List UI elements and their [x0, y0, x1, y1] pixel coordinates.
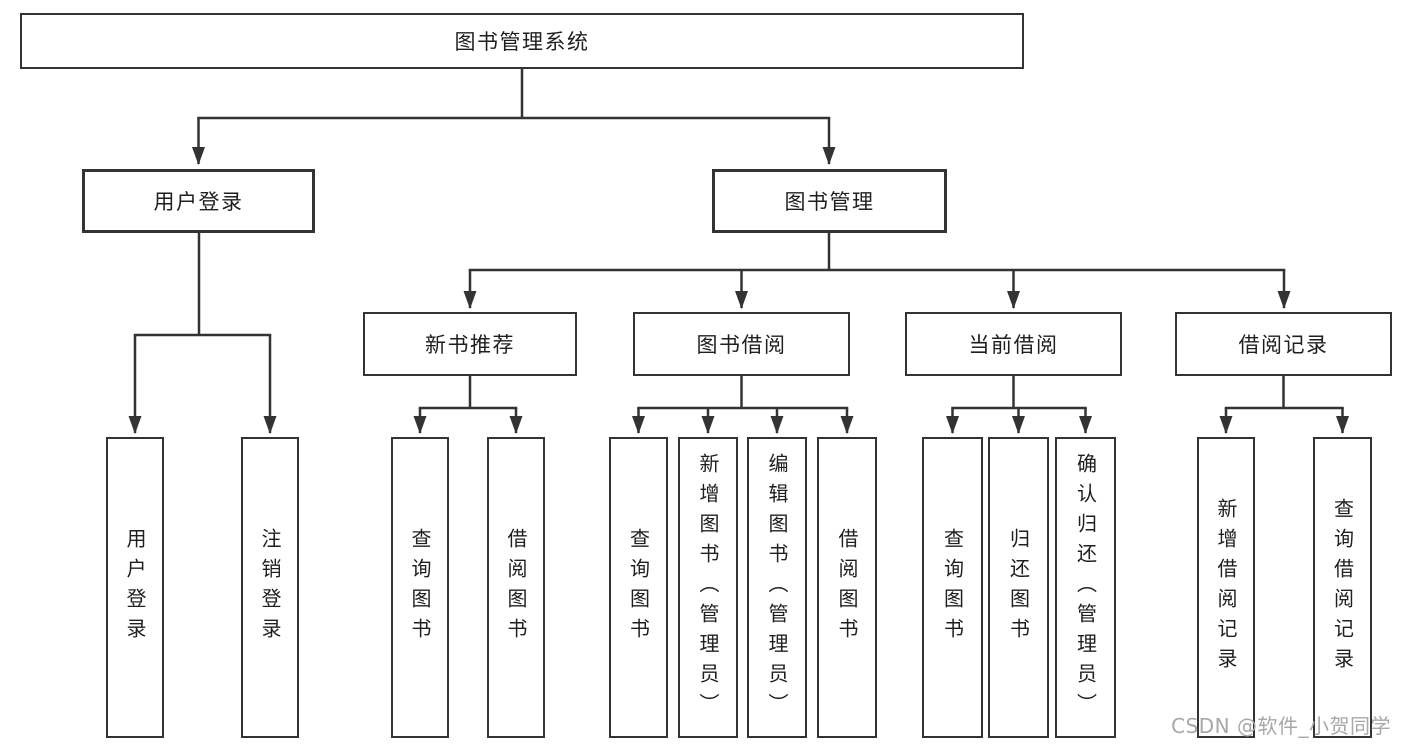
node-label: 图书管理系统	[454, 30, 590, 54]
node-user-login-leaf: 用户登录	[106, 437, 164, 738]
node-label: 借阅图书	[835, 527, 859, 648]
node-current-return-books: 归还图书	[988, 437, 1049, 738]
node-label: 查询图书	[940, 527, 965, 648]
node-records-add-record: 新增借阅记录	[1197, 437, 1255, 738]
node-label: 图书借阅	[696, 333, 787, 357]
node-label: 新增借阅记录	[1214, 497, 1238, 678]
node-label: 用户登录	[123, 527, 147, 648]
csdn-watermark: CSDN @软件_小贺同学	[1171, 714, 1391, 738]
node-book-management-branch: 图书管理	[712, 169, 947, 233]
node-label: 图书管理	[784, 190, 875, 214]
node-label: 用户登录	[153, 190, 244, 214]
node-borrow-query-books: 查询图书	[609, 437, 668, 738]
node-current-query-books: 查询图书	[922, 437, 983, 738]
node-label: 当前借阅	[968, 333, 1059, 357]
node-label: 注销登录	[258, 527, 282, 648]
node-label: 确认归还（管理员）	[1073, 452, 1098, 723]
node-label: 借阅图书	[504, 527, 528, 648]
node-borrowing-records: 借阅记录	[1175, 312, 1392, 376]
node-records-query-record: 查询借阅记录	[1313, 437, 1372, 738]
node-user-login-branch: 用户登录	[82, 169, 315, 233]
node-rec-query-books: 查询图书	[391, 437, 449, 738]
node-rec-borrow-books: 借阅图书	[487, 437, 545, 738]
node-label: 新书推荐	[425, 333, 515, 357]
node-label: 新增图书（管理员）	[696, 452, 720, 723]
node-borrow-add-books-admin: 新增图书（管理员）	[678, 437, 738, 738]
node-label: 编辑图书（管理员）	[765, 452, 789, 723]
node-label: 归还图书	[1006, 527, 1031, 648]
node-logout-leaf: 注销登录	[241, 437, 299, 738]
node-label: 查询图书	[408, 527, 432, 648]
node-borrow-edit-books-admin: 编辑图书（管理员）	[747, 437, 807, 738]
node-borrow-borrow-books: 借阅图书	[817, 437, 877, 738]
node-current-confirm-return-admin: 确认归还（管理员）	[1055, 437, 1116, 738]
node-current-borrowing: 当前借阅	[905, 312, 1122, 376]
node-book-borrowing: 图书借阅	[633, 312, 850, 376]
node-label: 查询借阅记录	[1330, 497, 1355, 678]
node-label: 查询图书	[626, 527, 651, 648]
node-label: 借阅记录	[1238, 333, 1329, 357]
node-library-system-root: 图书管理系统	[20, 13, 1024, 69]
node-new-book-recommend: 新书推荐	[363, 312, 577, 376]
